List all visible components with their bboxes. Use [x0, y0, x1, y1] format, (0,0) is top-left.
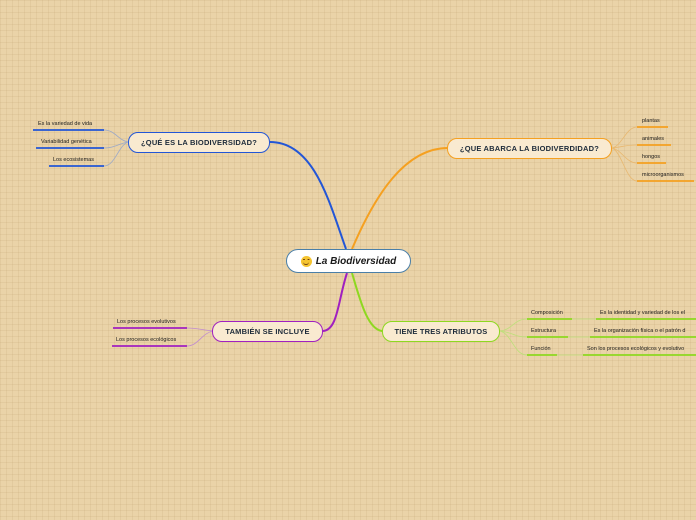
branch-incluye-label: TAMBIÉN SE INCLUYE	[225, 327, 310, 336]
leaf-incluye-2[interactable]: Los procesos ecológicos	[116, 337, 177, 343]
leaf-abarca-3[interactable]: hongos	[642, 154, 661, 160]
branch-que-es-label: ¿QUÉ ES LA BIODIVERSIDAD?	[141, 138, 257, 147]
branch-atributos-label: TIENE TRES ATRIBUTOS	[394, 327, 488, 336]
connector-abarca-leaf-3	[611, 147, 638, 164]
leaf-atributos-detail-3[interactable]: Son los procesos ecológicos y evolutivo	[587, 346, 685, 352]
connector-incluye	[322, 272, 348, 332]
connector-que-es-leaf-1	[103, 129, 129, 143]
leaf-atributos-3[interactable]: Función	[531, 346, 551, 352]
leaf-atributos-2[interactable]: Estructura	[531, 328, 557, 334]
central-topic[interactable]: La Biodiversidad	[286, 249, 411, 273]
branch-atributos[interactable]: TIENE TRES ATRIBUTOS	[382, 321, 500, 342]
connector-incluye-leaf-2	[186, 330, 214, 347]
leaf-abarca-2[interactable]: animales	[642, 136, 665, 142]
connector-abarca-leaf-4	[611, 147, 638, 182]
connector-incluye-leaf-1	[186, 327, 214, 332]
leaf-atributos-1[interactable]: Composición	[531, 310, 563, 316]
connector-que-es-leaf-3	[103, 141, 129, 167]
branch-abarca[interactable]: ¿QUE ABARCA LA BIODIVERDIDAD?	[447, 138, 612, 159]
leaf-abarca-4[interactable]: microorganismos	[642, 172, 684, 178]
leaf-atributos-detail-2[interactable]: Es la organización física o el patrón d	[594, 328, 686, 334]
leaf-atributos-detail-1[interactable]: Es la identidad y variedad de los el	[600, 310, 685, 316]
connector-atributos-leaf-3	[499, 330, 528, 356]
connector-atributos-leaf-1	[499, 318, 528, 332]
leaf-incluye-1[interactable]: Los procesos evolutivos	[117, 319, 176, 325]
leaf-que-es-2[interactable]: Variabilidad genética	[41, 139, 92, 145]
branch-que-es[interactable]: ¿QUÉ ES LA BIODIVERSIDAD?	[128, 132, 270, 153]
connector-atributos	[351, 272, 384, 332]
connector-atributos-leaf-2	[499, 330, 528, 338]
leaf-que-es-3[interactable]: Los ecosistemas	[53, 157, 94, 163]
connector-que-es-leaf-2	[103, 141, 129, 149]
connector-que-es	[269, 141, 347, 250]
connector-abarca-leaf-2	[611, 144, 638, 149]
central-topic-label: La Biodiversidad	[315, 255, 397, 267]
branch-abarca-label: ¿QUE ABARCA LA BIODIVERDIDAD?	[459, 144, 600, 153]
leaf-abarca-1[interactable]: plantas	[642, 118, 660, 124]
connector-abarca	[351, 147, 449, 250]
connector-abarca-leaf-1	[611, 126, 638, 149]
smiley-face-icon	[300, 255, 312, 267]
branch-incluye[interactable]: TAMBIÉN SE INCLUYE	[212, 321, 323, 342]
leaf-que-es-1[interactable]: Es la variedad de vida	[38, 121, 93, 127]
